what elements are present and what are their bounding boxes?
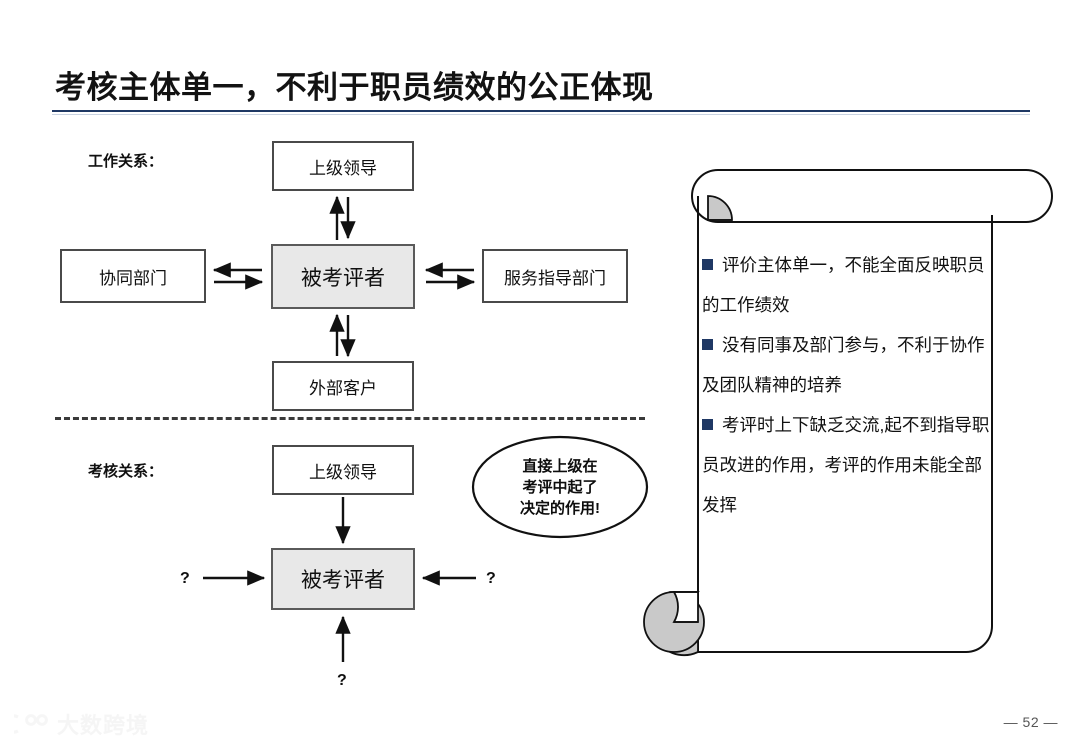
scroll-shape bbox=[643, 169, 1053, 657]
list-item-text: 评价主体单一，不能全面反映职员的工作绩效 bbox=[702, 255, 985, 315]
title-underline-soft bbox=[52, 114, 1030, 115]
list-item-text: 考评时上下缺乏交流,起不到指导职员改进的作用，考评的作用未能全部发挥 bbox=[702, 415, 990, 515]
box-external-customer[interactable]: 外部客户 bbox=[272, 361, 414, 411]
question-marker-left: ? bbox=[180, 570, 190, 587]
callout-line-2: 考评中起了 bbox=[522, 478, 598, 496]
box-appraisee-work[interactable]: 被考评者 bbox=[271, 244, 415, 309]
callout-text: 直接上级在 考评中起了 决定的作用! bbox=[470, 434, 650, 540]
title-underline bbox=[52, 110, 1030, 112]
page-title: 考核主体单一，不利于职员绩效的公正体现 bbox=[55, 70, 654, 105]
callout-line-1: 直接上级在 bbox=[522, 457, 598, 475]
watermark: 大数跨境 bbox=[14, 708, 149, 740]
list-item-text: 没有同事及部门参与，不利于协作及团队精神的培养 bbox=[702, 335, 985, 395]
box-superior-leader-bottom[interactable]: 上级领导 bbox=[272, 445, 414, 495]
work-relation-label: 工作关系： bbox=[88, 153, 164, 170]
box-appraisee-appraisal[interactable]: 被考评者 bbox=[271, 548, 415, 610]
callout-ellipse-shape bbox=[471, 435, 649, 539]
watermark-text: 大数跨境 bbox=[57, 713, 150, 738]
page-number: — 52 — bbox=[1003, 714, 1058, 730]
box-service-guidance-department[interactable]: 服务指导部门 bbox=[482, 249, 628, 303]
bullet-square-icon bbox=[702, 339, 713, 350]
scroll-panel: 评价主体单一，不能全面反映职员的工作绩效 没有同事及部门参与，不利于协作及团队精… bbox=[630, 160, 1070, 680]
logo-icon bbox=[14, 714, 48, 734]
question-marker-bottom: ? bbox=[337, 672, 347, 689]
list-item: 评价主体单一，不能全面反映职员的工作绩效 bbox=[702, 245, 994, 325]
box-collaborating-department[interactable]: 协同部门 bbox=[60, 249, 206, 303]
callout-ellipse: 直接上级在 考评中起了 决定的作用! bbox=[470, 434, 650, 540]
section-divider bbox=[55, 417, 645, 420]
box-superior-leader-top[interactable]: 上级领导 bbox=[272, 141, 414, 191]
bullet-square-icon bbox=[702, 259, 713, 270]
bullet-square-icon bbox=[702, 419, 713, 430]
list-item: 考评时上下缺乏交流,起不到指导职员改进的作用，考评的作用未能全部发挥 bbox=[702, 405, 994, 525]
appraisal-relation-label: 考核关系： bbox=[88, 463, 164, 480]
question-marker-right: ? bbox=[486, 570, 496, 587]
callout-line-3: 决定的作用! bbox=[520, 499, 600, 517]
scroll-bullet-list: 评价主体单一，不能全面反映职员的工作绩效 没有同事及部门参与，不利于协作及团队精… bbox=[702, 245, 994, 525]
list-item: 没有同事及部门参与，不利于协作及团队精神的培养 bbox=[702, 325, 994, 405]
